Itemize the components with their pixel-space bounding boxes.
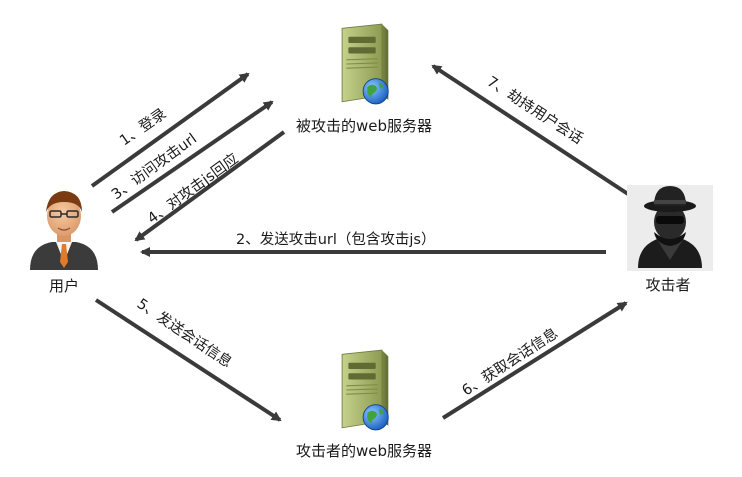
edge-label-step-1: 1、登录 [117,105,170,149]
arrow-step-1 [90,72,250,188]
attacker-node: 攻击者 [627,185,713,294]
edge-label-step-6: 6、获取会话信息 [459,325,561,400]
attacker-label: 攻击者 [645,276,690,294]
arrow-step-4 [134,130,286,242]
hacker-icon [638,186,702,268]
server-icon [341,23,389,105]
arrow-step-6 [441,301,628,420]
arrows [90,64,630,422]
server-icon [341,349,389,431]
edge-label-step-2: 2、发送攻击url（包含攻击js） [236,231,436,248]
victim-server-node: 被攻击的web服务器 [296,23,432,135]
arrow-step-5 [94,298,282,422]
arrow-step-3 [110,100,274,214]
arrow-step-7 [431,64,630,196]
user-icon [30,191,98,270]
attacker-server-label: 攻击者的web服务器 [296,442,432,460]
user-label: 用户 [49,277,79,295]
attacker-server-node: 攻击者的web服务器 [296,349,432,460]
victim-server-label: 被攻击的web服务器 [296,117,432,135]
user-node: 用户 [30,191,98,295]
